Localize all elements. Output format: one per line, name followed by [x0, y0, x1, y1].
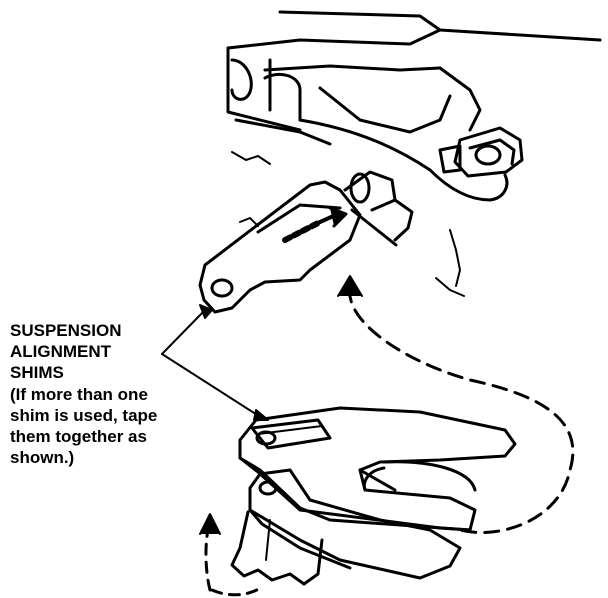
caption-note-line: shown.) [10, 448, 75, 467]
caption-note-line: them together as [10, 427, 147, 446]
arrowhead-up-left [199, 513, 221, 535]
lower-bracket [230, 510, 324, 586]
bushing-stud [343, 170, 414, 247]
upper-shim [198, 180, 362, 314]
caption-note-line: (If more than one [10, 385, 148, 404]
tape-band [250, 418, 332, 450]
caption-note: (If more than one shim is used, tape the… [10, 384, 220, 468]
mounting-bolt [438, 126, 524, 178]
dashed-arrow-right [348, 286, 575, 534]
caption-title-line: SUSPENSION [10, 321, 122, 340]
caption-title: SUSPENSION ALIGNMENT SHIMS [10, 320, 220, 383]
arrowhead-upward [337, 275, 363, 297]
frame-assembly [226, 10, 602, 202]
caption-block: SUSPENSION ALIGNMENT SHIMS (If more than… [10, 320, 220, 468]
caption-note-line: shim is used, tape [10, 406, 158, 425]
hatching-marks [231, 151, 465, 297]
lower-shims [238, 406, 517, 580]
caption-title-line: SHIMS [10, 363, 64, 382]
caption-title-line: ALIGNMENT [10, 342, 112, 361]
dashed-arrow-left [204, 528, 262, 597]
